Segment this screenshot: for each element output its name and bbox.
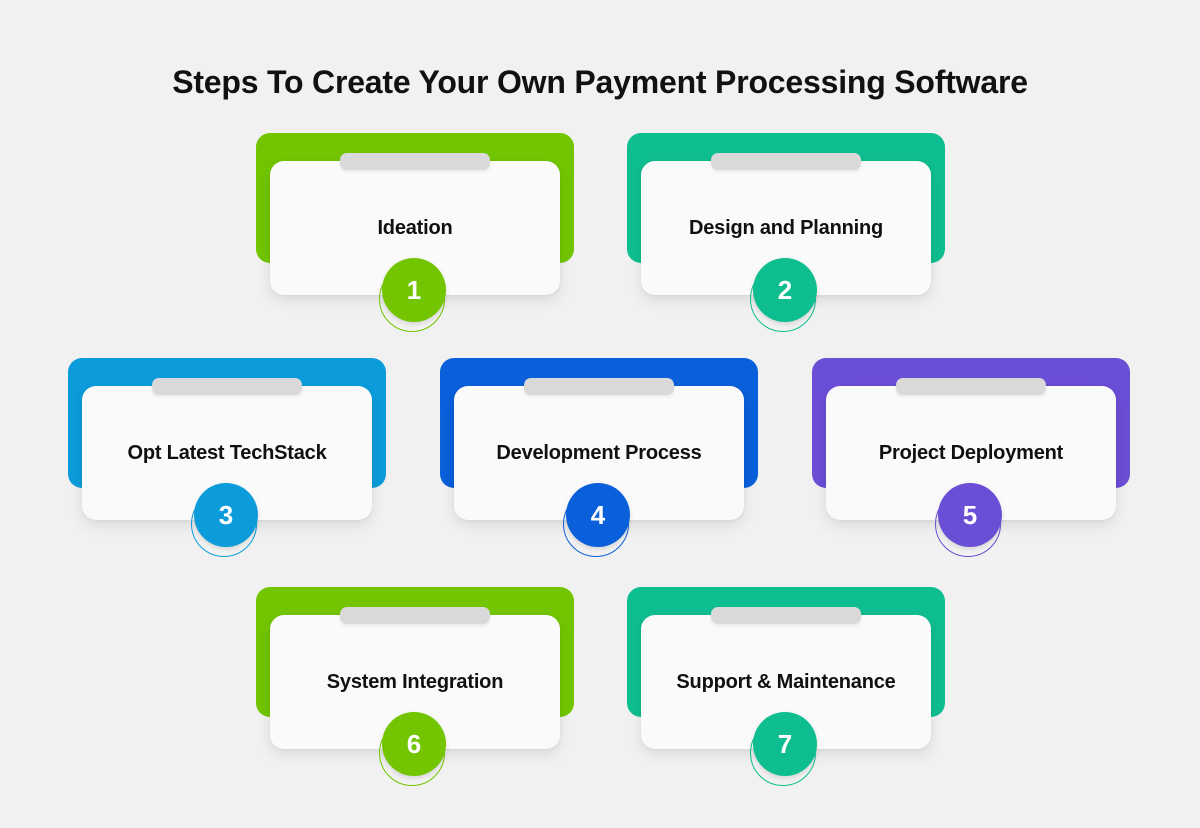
step-card[interactable]: Ideation 1 <box>256 133 574 332</box>
page-title: Steps To Create Your Own Payment Process… <box>172 64 1028 101</box>
step-badge-disc: 1 <box>382 258 446 322</box>
step-badge[interactable]: 2 <box>750 258 822 334</box>
step-card[interactable]: Support & Maintenance 7 <box>627 587 945 786</box>
step-card-label: Development Process <box>496 441 702 464</box>
step-card-tab <box>524 378 674 395</box>
step-card-label: Opt Latest TechStack <box>127 441 327 464</box>
step-badge-disc: 4 <box>566 483 630 547</box>
step-badge[interactable]: 6 <box>379 712 451 788</box>
step-card-label: Ideation <box>377 216 453 239</box>
step-card-label: Support & Maintenance <box>676 670 896 693</box>
step-card[interactable]: Project Deployment 5 <box>812 358 1130 557</box>
step-badge-disc: 6 <box>382 712 446 776</box>
step-badge[interactable]: 5 <box>935 483 1007 559</box>
step-card-tab <box>340 607 490 624</box>
step-card-tab <box>152 378 302 395</box>
step-card-label: Project Deployment <box>878 441 1064 464</box>
step-card[interactable]: Development Process 4 <box>440 358 758 557</box>
step-card[interactable]: System Integration 6 <box>256 587 574 786</box>
step-badge-disc: 7 <box>753 712 817 776</box>
step-number: 4 <box>590 500 606 530</box>
step-badge[interactable]: 4 <box>563 483 635 559</box>
step-card-tab <box>340 153 490 170</box>
step-number: 7 <box>777 729 793 759</box>
step-number: 6 <box>406 729 422 759</box>
step-badge[interactable]: 3 <box>191 483 263 559</box>
step-number: 2 <box>777 275 793 305</box>
step-card-label: Design and Planning <box>689 216 883 239</box>
step-card[interactable]: Design and Planning 2 <box>627 133 945 332</box>
step-card-tab <box>711 153 861 170</box>
step-badge-disc: 3 <box>194 483 258 547</box>
step-card-tab <box>896 378 1046 395</box>
step-number: 1 <box>406 275 422 305</box>
step-badge-disc: 5 <box>938 483 1002 547</box>
step-number: 5 <box>962 500 978 530</box>
step-card-tab <box>711 607 861 624</box>
step-badge[interactable]: 7 <box>750 712 822 788</box>
step-badge[interactable]: 1 <box>379 258 451 334</box>
step-number: 3 <box>218 500 234 530</box>
step-badge-disc: 2 <box>753 258 817 322</box>
step-card-label: System Integration <box>326 670 504 693</box>
step-card[interactable]: Opt Latest TechStack 3 <box>68 358 386 557</box>
